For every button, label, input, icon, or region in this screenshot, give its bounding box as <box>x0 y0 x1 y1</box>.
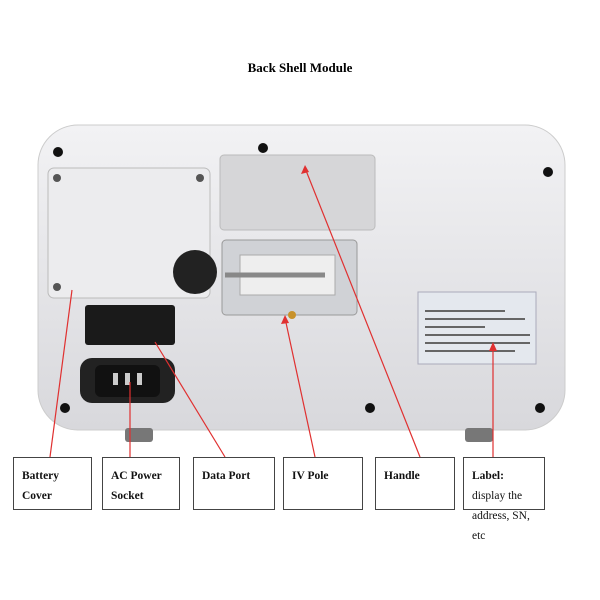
handle-recess <box>219 154 376 231</box>
battery-cover <box>47 167 211 299</box>
callout-data-port: Data Port <box>193 457 275 510</box>
callout-iv-pole: IV Pole <box>283 457 363 510</box>
callout-label: Label: display the address, SN, etc <box>463 457 545 542</box>
callout-text: Battery Cover <box>22 470 60 502</box>
callout-handle: Handle <box>375 457 455 510</box>
leader-battery-cover <box>49 289 73 458</box>
callout-text: Data Port <box>202 470 251 482</box>
leader-data-port <box>154 341 226 458</box>
diagram-title: Back Shell Module <box>247 60 353 75</box>
callout-text: Label: <box>472 470 504 482</box>
leader-iv-pole <box>284 317 316 458</box>
callout-ac-power-socket: AC Power Socket <box>102 457 180 510</box>
callout-text: IV Pole <box>292 470 329 482</box>
callout-text: Handle <box>384 470 420 482</box>
callout-text: AC Power Socket <box>111 470 162 502</box>
callout-battery-cover: Battery Cover <box>13 457 92 510</box>
leader-handle <box>304 167 421 458</box>
data-port <box>85 305 175 345</box>
callout-detail: display the address, SN, etc <box>472 490 530 542</box>
leader-lines <box>49 167 494 458</box>
